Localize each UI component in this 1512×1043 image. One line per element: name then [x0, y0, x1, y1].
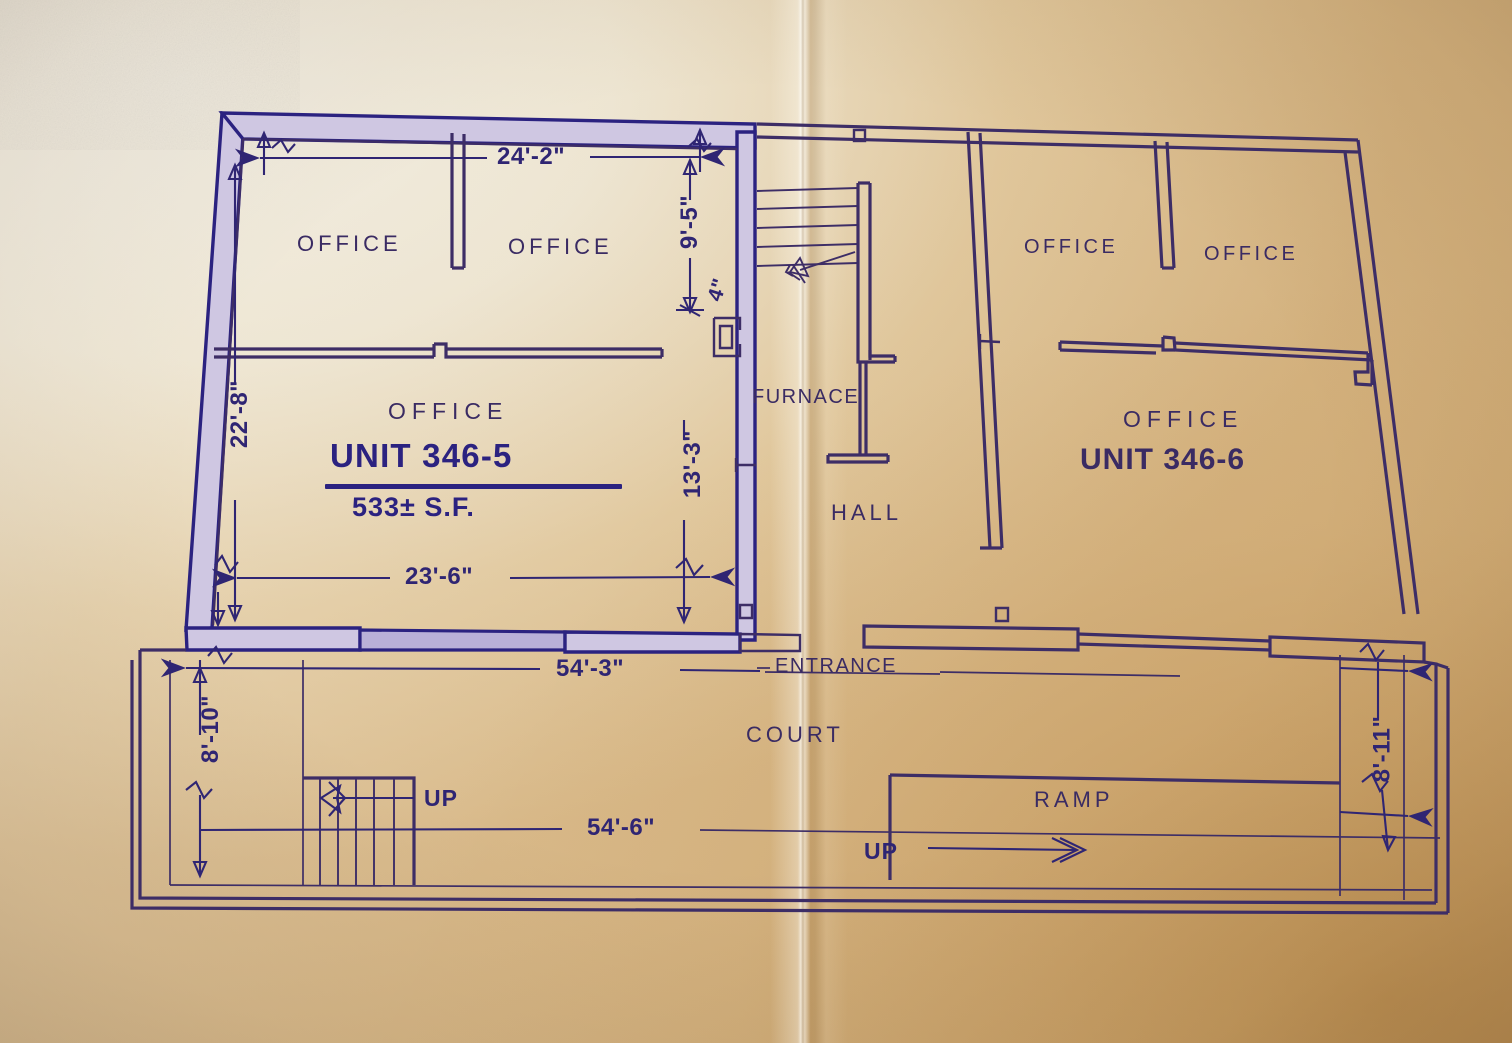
unit-346-5-area: 533± S.F. [352, 492, 475, 522]
dimension-lower-width: 23'-6" [405, 563, 474, 590]
unit-number-346-5: UNIT 346-5 [330, 437, 513, 474]
dimension-court-right-depth: 8'-11" [1368, 715, 1396, 783]
room-label-office-right-top-2: OFFICE [1204, 243, 1299, 265]
room-label-office-left-top-1: OFFICE [297, 231, 402, 256]
paper-fold-crease-line [798, 0, 805, 1043]
dimension-court-top-width: 54'-3" [556, 655, 625, 682]
dimension-court-bottom-width: 54'-6" [587, 814, 656, 841]
dimension-top-inner-width: 24'-2" [497, 143, 566, 170]
room-label-furnace: FURNACE [752, 386, 860, 408]
dimension-stair-side-height: 9'-5" [676, 194, 704, 250]
room-label-office-unit-346-5: OFFICE [388, 398, 509, 424]
room-label-entrance: ENTRANCE [775, 655, 898, 677]
room-label-ramp: RAMP [1034, 787, 1114, 812]
stair-direction-up-left: UP [424, 785, 458, 811]
room-label-office-unit-346-6: OFFICE [1123, 406, 1244, 432]
unit-number-346-6: UNIT 346-6 [1080, 443, 1246, 476]
room-label-hall: HALL [831, 500, 903, 525]
room-label-office-left-top-2: OFFICE [508, 234, 613, 259]
unit-346-5-underline [325, 484, 622, 489]
room-label-court: COURT [746, 722, 844, 747]
dimension-left-height: 22'-8" [226, 379, 254, 449]
dimension-court-left-depth: 8'-10" [197, 694, 225, 764]
dimension-lower-right-height: 13'-3" [679, 429, 707, 499]
ramp-direction-up: UP [864, 838, 898, 864]
room-label-office-right-top-1: OFFICE [1024, 236, 1119, 258]
